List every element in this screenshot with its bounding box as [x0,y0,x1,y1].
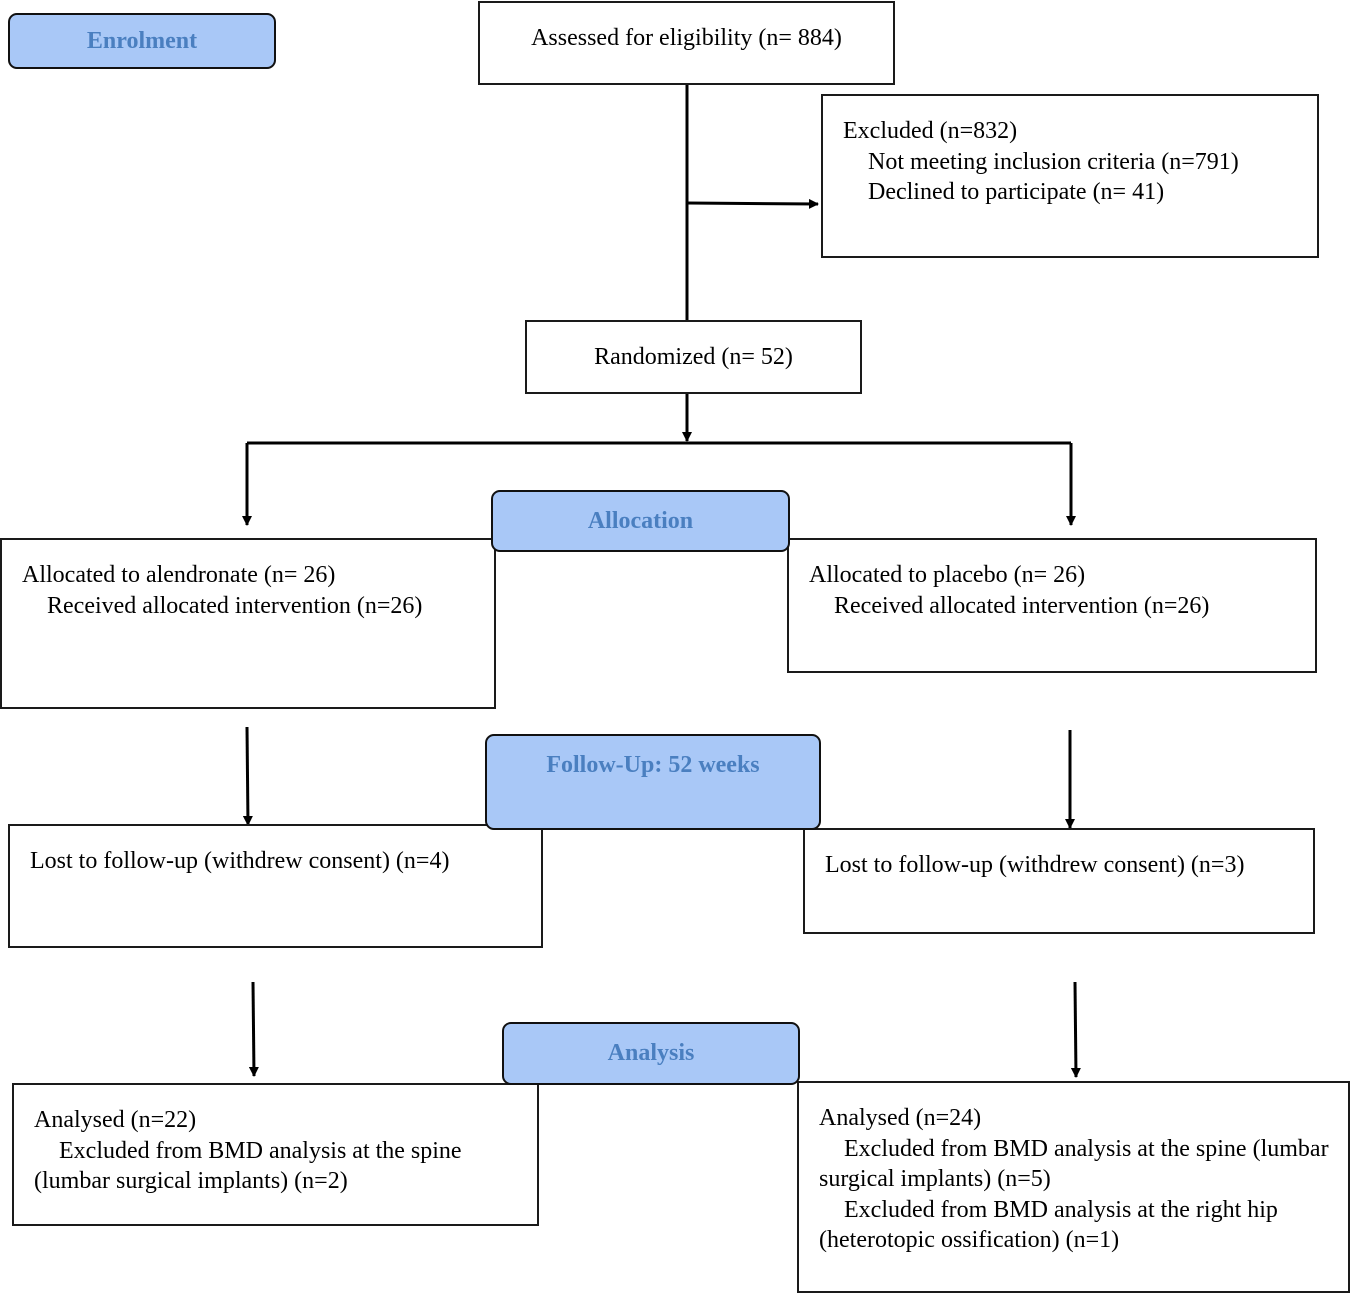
stage-analysis-label: Analysis [607,1040,695,1066]
alloc-left-item-1: Received allocated intervention (n=26) [47,592,423,619]
analysis-left-box: Analysed (n=22) Excluded from BMD analys… [12,1083,539,1226]
follow-right-text: Lost to follow-up (withdrew consent) (n=… [825,852,1245,878]
excluded-title: Excluded (n=832) [843,118,1018,144]
alloc-right-item-1: Received allocated intervention (n=26) [834,592,1210,619]
follow-right-box: Lost to follow-up (withdrew consent) (n=… [803,828,1315,934]
stage-followup-label: Follow-Up: 52 weeks [546,752,760,778]
analysis-right-item-2: Excluded from BMD analysis at the right … [819,1196,1278,1254]
excluded-box: Excluded (n=832) Not meeting inclusion c… [821,94,1319,258]
analysis-right-box: Analysed (n=24) Excluded from BMD analys… [797,1081,1350,1293]
right-analysis-arrow [1070,981,1081,1078]
assessed-text: Assessed for eligibility (n= 884) [531,24,842,51]
alloc-left-title: Allocated to alendronate (n= 26) [22,562,336,588]
stage-followup: Follow-Up: 52 weeks [485,734,821,830]
analysis-right-item-1: Excluded from BMD analysis at the spine … [819,1135,1329,1193]
stage-enrolment: Enrolment [8,13,276,69]
randomized-box: Randomized (n= 52) [525,320,862,394]
stage-enrolment-label: Enrolment [86,27,198,54]
alloc-right-box: Allocated to placebo (n= 26) Received al… [787,538,1317,673]
excluded-arrow [686,198,819,209]
stage-allocation: Allocation [491,490,790,552]
assessed-box: Assessed for eligibility (n= 884) [478,1,895,85]
stage-allocation-label: Allocation [587,507,694,534]
alloc-left-box: Allocated to alendronate (n= 26) Receive… [0,538,496,709]
follow-left-box: Lost to follow-up (withdrew consent) (n=… [8,824,543,948]
left-analysis-arrow [248,981,259,1077]
analysis-left-item-1: Excluded from BMD analysis at the spine … [34,1137,462,1195]
stage-analysis: Analysis [502,1022,800,1085]
analysis-right-title: Analysed (n=24) [819,1105,982,1131]
alloc-right-title: Allocated to placebo (n= 26) [809,562,1086,588]
excluded-item-2: Declined to participate (n= 41) [868,179,1165,205]
excluded-item-1: Not meeting inclusion criteria (n=791) [868,148,1239,175]
analysis-left-title: Analysed (n=22) [34,1107,197,1133]
left-follow-arrow [242,726,253,826]
follow-left-text: Lost to follow-up (withdrew consent) (n=… [30,848,450,874]
randomized-text: Randomized (n= 52) [594,343,793,370]
